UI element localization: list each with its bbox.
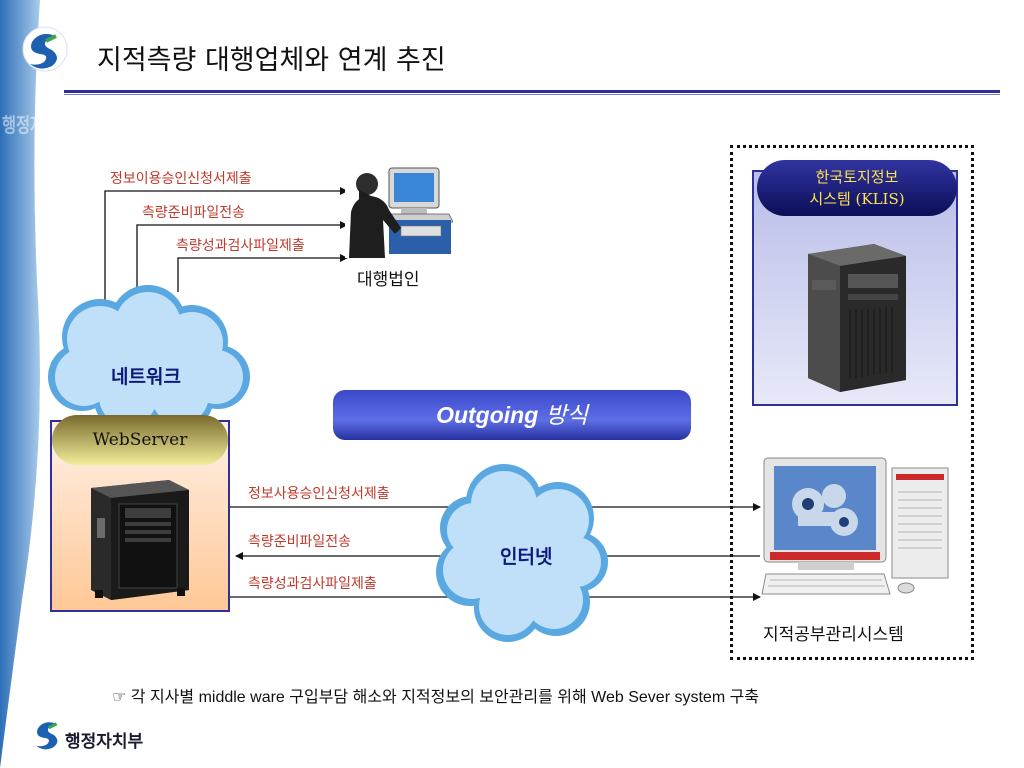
klis-dotted-boundary <box>730 145 974 660</box>
cadastral-system-label: 지적공부관리시스템 <box>763 625 904 645</box>
left-decorative-band: 행정자치 <box>0 0 58 768</box>
agency-link-label-2: 측량준비파일전송 <box>142 205 246 221</box>
internet-link-label-2: 측량준비파일전송 <box>248 534 352 550</box>
agency-link-label-3: 측량성과검사파일제출 <box>176 238 305 254</box>
outgoing-bold-label: Outgoing <box>436 402 539 428</box>
agency-label: 대행법인 <box>357 270 420 290</box>
internet-cloud-label: 인터넷 <box>500 546 553 568</box>
ministry-logo-icon <box>22 26 68 72</box>
agency-link-label-1: 정보이용승인신청서제출 <box>110 171 252 187</box>
footer-ministry-name: 행정자치부 <box>65 732 144 752</box>
footer-ministry-logo-icon <box>36 722 58 750</box>
agency-link-line-2 <box>136 221 348 300</box>
klis-title-line-1: 한국토지정보 <box>815 168 899 186</box>
title-underline <box>64 90 1000 95</box>
network-cloud-label: 네트워크 <box>111 366 181 388</box>
klis-banner: 한국토지정보 시스템 (KLIS) <box>757 160 957 216</box>
cadastral-workstation-icon <box>761 457 949 595</box>
outgoing-rest-label: 방식 <box>545 403 588 429</box>
agency-link-line-1 <box>104 187 348 320</box>
internet-cloud-icon <box>436 464 608 642</box>
page-title: 지적측량 대행업체와 연계 추진 <box>97 45 446 76</box>
internet-link-label-1: 정보사용승인신청서제출 <box>248 486 390 502</box>
webserver-tower-icon <box>91 480 189 600</box>
footnote-text: 각 지사별 middle ware 구입부담 해소와 지적정보의 보안관리를 위… <box>130 689 760 706</box>
internet-link-label-3: 측량성과검사파일제출 <box>248 576 377 592</box>
agency-link-line-3 <box>177 254 348 292</box>
footnote: ☞ 각 지사별 middle ware 구입부담 해소와 지적정보의 보안관리를… <box>112 683 759 707</box>
agency-operator-icon <box>345 162 453 258</box>
footnote-pointer-icon: ☞ <box>112 687 127 706</box>
outgoing-method-banner: Outgoing 방식 <box>333 390 691 440</box>
webserver-banner: WebServer <box>52 415 228 465</box>
network-cloud-icon <box>48 285 250 433</box>
klis-server-icon <box>808 244 906 392</box>
klis-title-line-2: 시스템 (KLIS) <box>809 190 905 208</box>
side-band-text: 행정자치 <box>2 113 58 137</box>
